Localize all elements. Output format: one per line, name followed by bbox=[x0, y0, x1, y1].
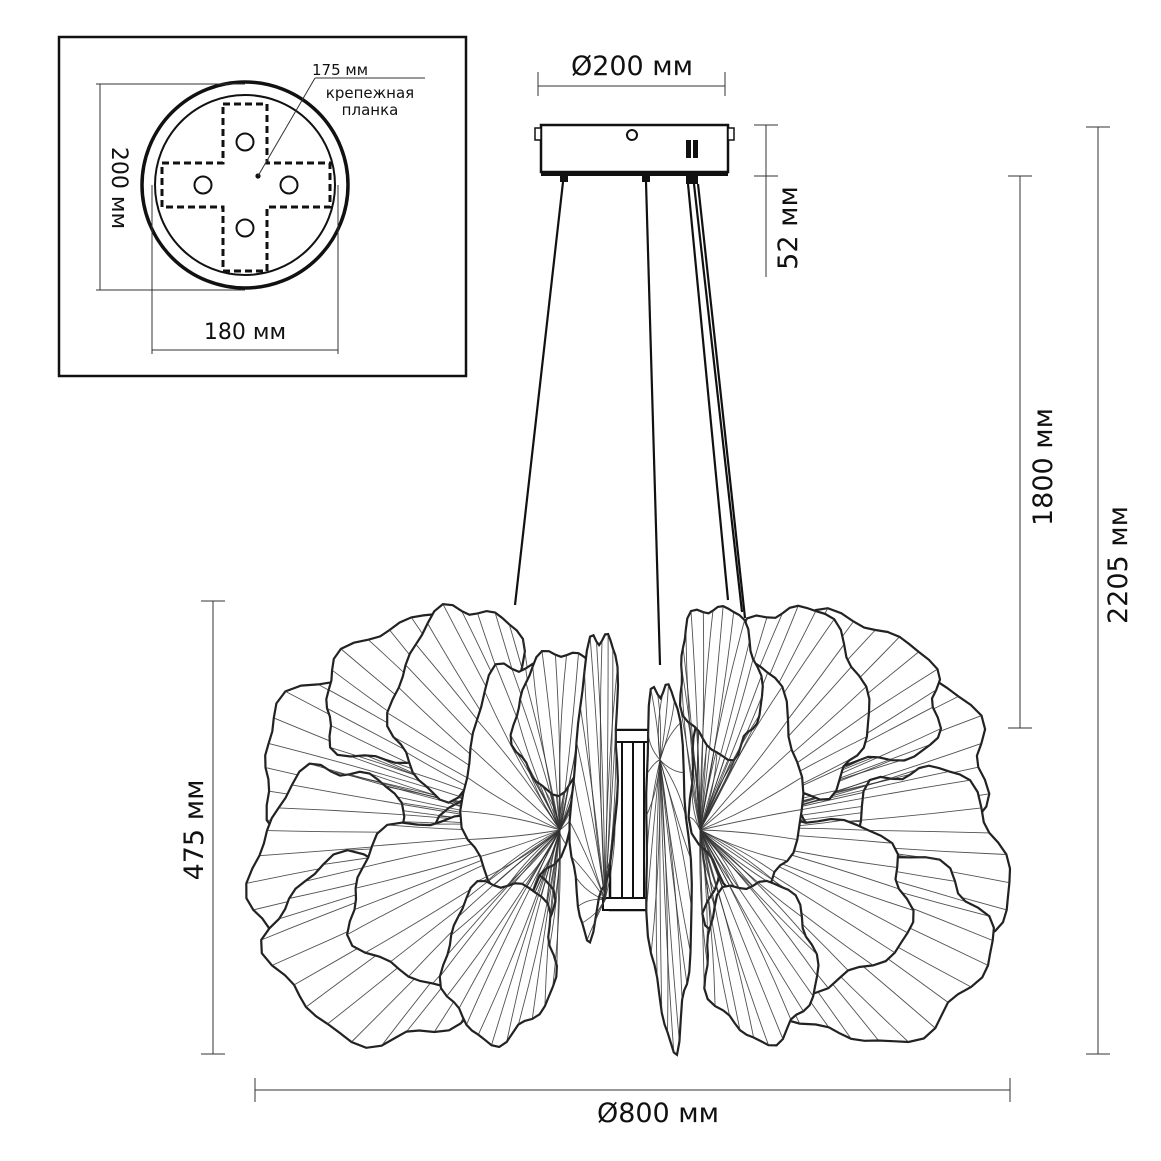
canopy-inner-circle bbox=[154, 94, 336, 276]
right-petal bbox=[699, 829, 820, 1047]
mounting-bracket-cross bbox=[160, 102, 332, 273]
mount-distance-label: 175 мм bbox=[312, 61, 368, 79]
body-diameter-dimension: Ø800 мм bbox=[254, 1078, 1011, 1129]
mount-hole-bottom bbox=[235, 218, 255, 238]
mounting-inset: 175 мм крепежная планка 200 мм 180 мм bbox=[57, 35, 468, 378]
body-height-dimension: 475 мм bbox=[179, 600, 225, 1055]
total-height-label: 2205 мм bbox=[1103, 506, 1134, 624]
canopy-diameter-label: Ø200 мм bbox=[571, 51, 693, 82]
canopy-height-label: 52 мм bbox=[773, 186, 804, 270]
right-petal bbox=[678, 604, 764, 831]
chandelier-front-petals bbox=[568, 632, 693, 1057]
bracket-leader-line bbox=[257, 77, 316, 177]
inset-frame bbox=[57, 35, 468, 378]
canopy: Ø200 мм 52 мм bbox=[534, 51, 804, 277]
inset-height-label: 200 мм bbox=[106, 147, 131, 229]
mount-hole-right bbox=[279, 175, 299, 195]
canopy-outer-circle bbox=[140, 80, 350, 290]
mount-hole-left bbox=[193, 175, 213, 195]
center-petal bbox=[645, 683, 693, 1057]
vertical-dimensions: 1800 мм 2205 мм bbox=[1008, 126, 1134, 1055]
suspension-cables bbox=[513, 181, 747, 666]
bracket-label-line1: крепежная bbox=[326, 84, 414, 102]
body-diameter-label: Ø800 мм bbox=[597, 1098, 719, 1129]
left-petal bbox=[438, 829, 561, 1049]
canopy-connector-icon bbox=[686, 140, 698, 158]
mount-hole-top bbox=[235, 132, 255, 152]
suspension-length-label: 1800 мм bbox=[1028, 408, 1059, 526]
bracket-label-line2: планка bbox=[342, 101, 399, 119]
center-petal bbox=[568, 632, 620, 945]
inset-width-label: 180 мм bbox=[204, 320, 286, 345]
canopy-screw bbox=[626, 129, 638, 141]
chandelier-petals bbox=[245, 602, 1012, 1049]
canopy-body bbox=[539, 123, 730, 174]
body-height-label: 475 мм bbox=[179, 780, 210, 881]
